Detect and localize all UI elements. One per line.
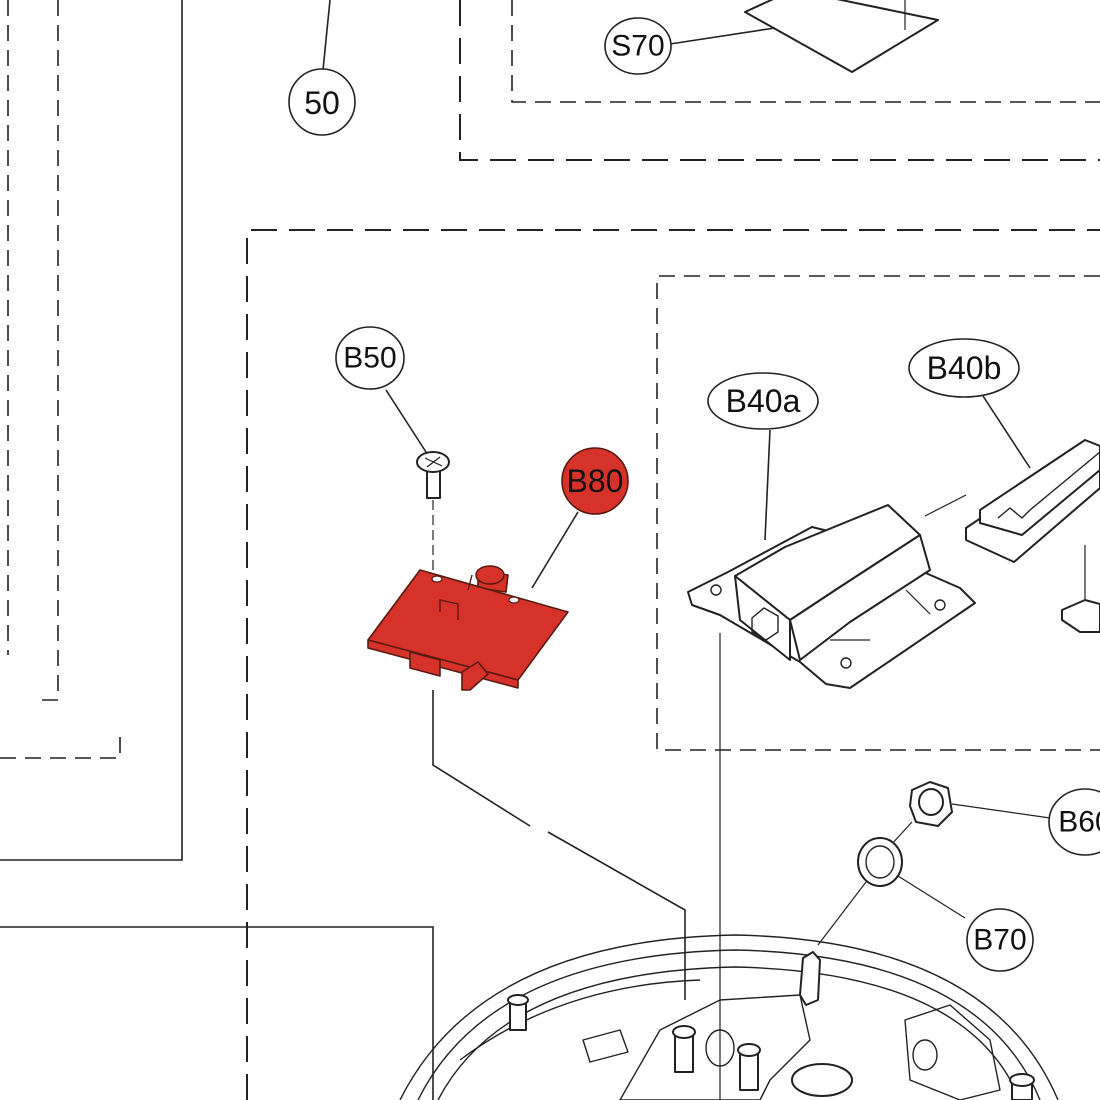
- b80-assembly-leader: [432, 690, 686, 1000]
- plate-s70: [744, 0, 939, 73]
- washer-b70: [817, 837, 966, 946]
- latch-b40a: [687, 504, 976, 1100]
- callout-50-label: 50: [304, 85, 340, 121]
- main-assembly-boundary: [246, 229, 1100, 1100]
- base-housing: [399, 934, 1059, 1100]
- callout-s70[interactable]: S70: [604, 17, 776, 75]
- b40-assembly-boundary: [656, 275, 1100, 751]
- callout-b70[interactable]: B70: [966, 908, 1034, 972]
- screw-b50: [416, 451, 450, 640]
- callout-b60[interactable]: B60: [1048, 788, 1100, 856]
- callout-b40a-label: B40a: [726, 383, 801, 419]
- callout-b50-label: B50: [343, 342, 396, 375]
- top-assembly-boundary: [459, 0, 1100, 161]
- callout-b40a[interactable]: B40a: [707, 372, 819, 541]
- callout-b40b[interactable]: B40b: [908, 338, 1031, 469]
- callout-50[interactable]: 50: [288, 0, 356, 136]
- callout-b50[interactable]: B50: [335, 326, 427, 453]
- callout-b40b-label: B40b: [927, 350, 1002, 386]
- callout-b60-label: B60: [1058, 806, 1100, 839]
- rail-b40b: [924, 439, 1100, 633]
- callout-b80-label: B80: [567, 463, 624, 499]
- callout-b70-label: B70: [973, 924, 1026, 957]
- bracket-b80[interactable]: [367, 565, 569, 691]
- nut-b60: [889, 781, 1051, 847]
- left-assembly-boundaries: [0, 0, 434, 1100]
- callout-b80[interactable]: B80: [531, 447, 629, 589]
- callout-s70-label: S70: [611, 30, 664, 63]
